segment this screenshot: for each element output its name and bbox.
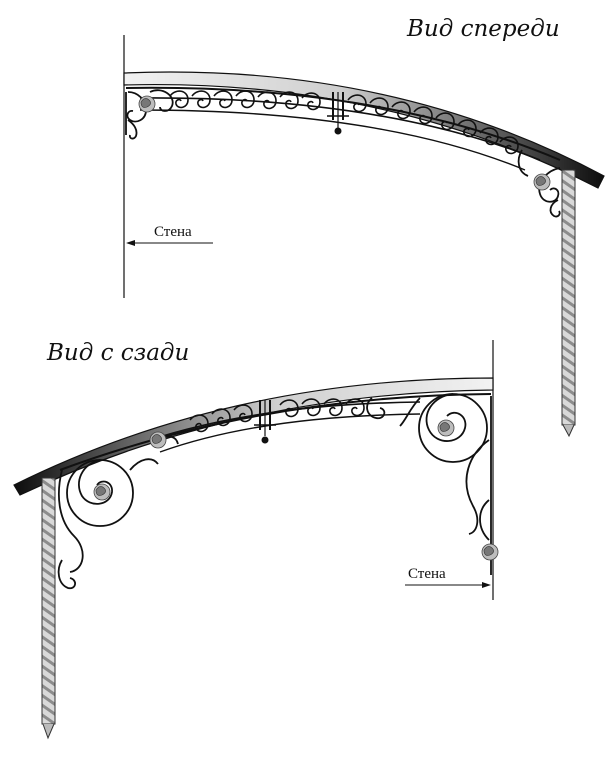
back-view [13,340,499,740]
support-post-front [561,169,576,426]
left-bracket-back [57,431,179,590]
wall-label-front: Стена [154,224,192,240]
center-hanger-front [327,92,349,135]
left-bracket-front [125,89,174,140]
right-bracket-front [517,149,561,218]
front-view [123,35,605,438]
right-bracket-back [366,393,499,575]
frame-rail-front [125,86,561,161]
frame-rail-back [59,393,492,471]
wall-label-back: Стена [408,566,446,582]
wall-arrow-front [126,240,213,246]
back-view-title: Вид с сзади [47,340,190,366]
roof-sheet-front [123,71,605,189]
wall-arrow-back [405,582,491,588]
roof-sheet-back [13,377,494,496]
support-post-back [41,477,56,725]
center-hanger-back [254,400,276,444]
front-view-title: Вид спереди [407,16,560,42]
